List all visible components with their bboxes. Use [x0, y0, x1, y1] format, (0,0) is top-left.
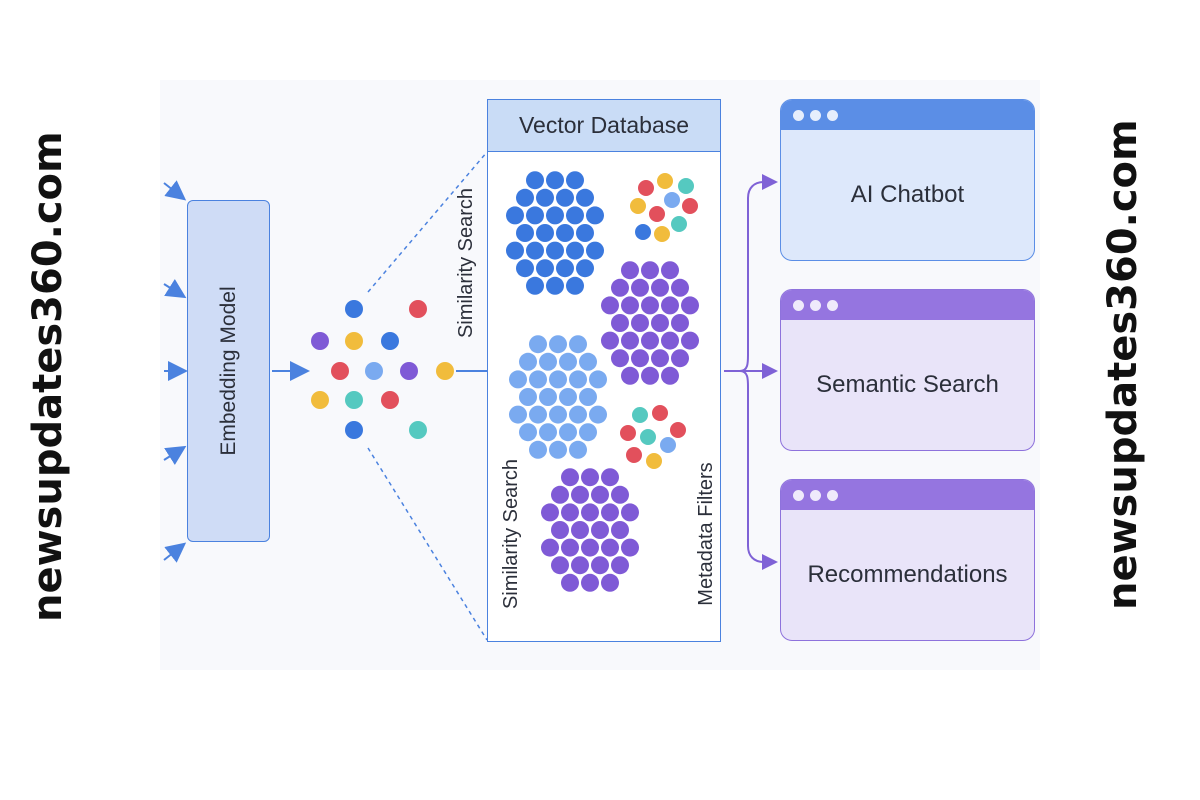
window-dot-icon	[827, 299, 838, 311]
semantic-search-window: Semantic Search	[780, 289, 1035, 451]
vector-dot	[345, 300, 363, 318]
window-dot-icon	[827, 489, 838, 501]
projection-line-bottom	[367, 447, 488, 641]
window-dot-icon	[810, 109, 821, 121]
vector-dot	[409, 300, 427, 318]
vector-dot	[345, 391, 363, 409]
projection-line-top	[367, 151, 488, 293]
vector-dot	[436, 362, 454, 380]
input-arrow-1	[163, 180, 187, 201]
output-bracket	[724, 181, 774, 563]
embedding-vectors	[311, 300, 454, 439]
vector-dot	[381, 391, 399, 409]
similarity-search-label-bottom: Similarity Search	[500, 458, 522, 610]
vector-dot	[381, 332, 399, 350]
input-arrow-4	[163, 445, 187, 465]
window-titlebar	[781, 290, 1034, 320]
vector-dot	[409, 421, 427, 439]
arrowhead-reco	[762, 554, 778, 570]
vector-dot	[311, 332, 329, 350]
vector-dot	[400, 362, 418, 380]
similarity-search-label-top: Similarity Search	[455, 187, 477, 339]
window-dot-icon	[793, 489, 804, 501]
ai-chatbot-window: AI Chatbot	[780, 99, 1035, 261]
window-dot-icon	[810, 299, 821, 311]
embedding-model-label: Embedding Model	[216, 286, 240, 456]
recommendations-window: Recommendations	[780, 479, 1035, 641]
window-titlebar	[781, 100, 1034, 130]
vector-dot	[365, 362, 383, 380]
window-dot-icon	[793, 299, 804, 311]
embedding-model-box: Embedding Model	[187, 200, 270, 542]
semantic-search-label: Semantic Search	[816, 371, 999, 398]
arrowhead-chatbot	[762, 174, 778, 190]
vector-dot	[311, 391, 329, 409]
vector-dot	[345, 421, 363, 439]
window-dot-icon	[827, 109, 838, 121]
vector-dot	[331, 362, 349, 380]
recommendations-label: Recommendations	[807, 561, 1008, 588]
metadata-filters-label: Metadata Filters	[695, 462, 717, 606]
window-titlebar	[781, 480, 1034, 510]
vector-database-title: Vector Database	[488, 100, 720, 152]
ai-chatbot-label: AI Chatbot	[850, 181, 965, 208]
vector-dot	[345, 332, 363, 350]
arrowhead-semantic	[762, 363, 778, 379]
input-arrow-5	[163, 542, 187, 563]
input-arrow-2	[163, 279, 187, 299]
window-dot-icon	[793, 109, 804, 121]
window-dot-icon	[810, 489, 821, 501]
